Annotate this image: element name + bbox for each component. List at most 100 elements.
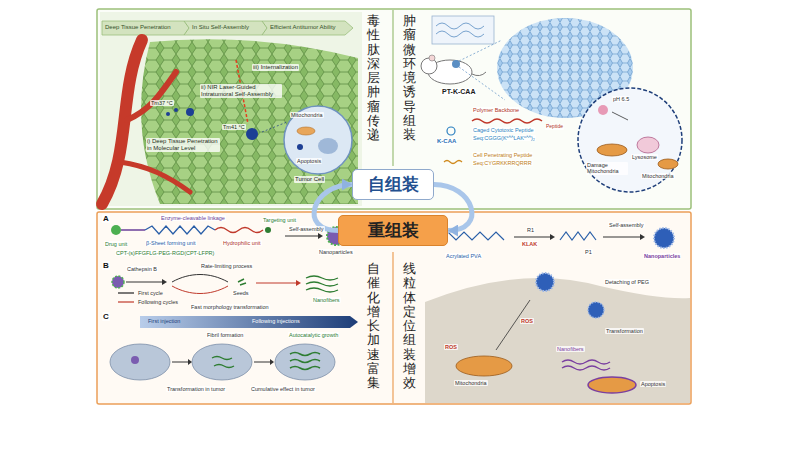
text-label: Transformation [605,328,644,334]
zoom-line [459,40,502,61]
p1-polymer [560,232,596,240]
seeds [238,279,246,285]
mitochondrion [297,127,315,135]
divider [392,252,393,403]
text-label: PT-K-CAA [441,88,476,96]
text-label: Detaching of PEG [604,279,650,285]
text-label: KLAK [521,241,538,247]
arrow-line [612,112,628,120]
legend-text: Following cycles [138,299,178,305]
text-label: First injection [148,318,180,324]
cycle-arrow [172,286,228,294]
blood-vessel [127,72,176,120]
cpp-icon [444,161,462,164]
text-label: Efficient Antitumor Ability [270,24,336,31]
zoom-line [262,122,287,132]
text-label: Cathepsin B [126,266,158,272]
arrowhead [640,234,645,240]
legend-line [118,301,134,302]
vertical-caption: 自催化增长加速富集 [367,262,380,391]
peptide-dot [174,108,178,112]
text-label: Seq:CGGG(KᶜᴬᴬLAKᶜᴬᴬ)₂ [472,135,536,141]
mitochondrion [658,159,678,169]
mitochondrion [588,377,636,393]
process-box: 重组装 [338,215,448,246]
mouse-tail [472,72,486,76]
banner-chevron [262,21,267,35]
arrowhead [188,359,192,365]
text-label: Tm41 °C [222,124,246,130]
text-label: Nanofibers [312,297,341,303]
cell-membrane [425,278,690,403]
text-label: Rate-limiting process [200,263,253,269]
peg-unit [215,228,263,233]
mouse-tumor [452,60,460,68]
polymer-backbone [472,119,542,123]
text-label: Enzyme-cleavable linkage [160,215,226,221]
nanoparticle [246,128,258,140]
fibrils [212,357,234,368]
text-label: Transformation in tumor [166,386,226,392]
banner-arrow [102,21,353,35]
text-label: Following injections [252,318,300,324]
text-label: ROS [444,344,458,350]
tumor-cell [284,106,352,174]
blood-vessel [102,40,142,204]
text-label: B [102,261,110,270]
text-label: Fast morphology transformation [190,304,270,310]
text-label: Nanofibers [556,346,585,352]
arrowhead [162,279,167,285]
text-label: A [102,214,110,223]
arrow-line [603,237,640,238]
arrow-line [254,362,270,363]
arrow-line [514,237,550,238]
linker [121,229,145,231]
legend-text: First cycle [138,290,163,296]
process-box: 自组装 [352,169,434,200]
nanoparticle [297,144,303,150]
text-label: Self-assembly [608,222,645,228]
text-label: Mitochondria [290,112,324,118]
nanoparticle [186,108,194,116]
fibrils [290,353,320,370]
text-label: Targeting unit [262,217,297,223]
mitochondrion [456,356,512,376]
text-label: Caged Cytotoxic Peptide [472,127,535,133]
text-label: iii) Internalization [252,64,299,71]
targeting-unit [265,227,271,233]
text-label: P1 [584,249,593,255]
text-label: Seeds [232,290,250,296]
vertical-caption: 毒性肽深层肿瘤传递 [367,14,380,143]
nucleus [318,138,338,154]
arrowhead [318,233,323,239]
legend-line [118,292,134,293]
text-label: Fibril formation [206,332,244,338]
arrowhead [550,234,555,240]
text-label: ii) NIR Laser-Guided Intratumoral Self-A… [200,84,282,98]
text-label: R1 [526,227,535,233]
text-label: Mitochondria [454,380,488,386]
beta-sheet-unit [145,226,215,234]
vertical-caption: 肿瘤微环境诱导组装 [403,14,416,143]
nanofibers [306,276,338,292]
tumor-cell [110,344,170,380]
box-text: 重组装 [368,219,419,242]
text-label: Cell Penetrating Peptide [472,152,533,158]
text-label: Tumor Cell [294,176,325,183]
mitochondrion [597,144,627,156]
text-label: C [102,312,110,321]
text-label: Tm37 °C [150,100,174,106]
text-label: ROS [520,318,534,324]
mouse-ear [429,55,435,61]
arrow-line [256,283,296,284]
lysosome [637,137,659,153]
peptide-dot [166,112,170,116]
text-label: i) Deep Tissue Penetration in Molecular … [146,138,220,152]
text-label: Seq:CYGRKKRRQRRR [472,160,533,166]
arrowhead [270,359,274,365]
cycle-arrow [172,275,228,283]
text-label: Drug unit [104,241,128,247]
nanoparticle [588,302,604,318]
text-label: Self-assembly [288,226,325,232]
